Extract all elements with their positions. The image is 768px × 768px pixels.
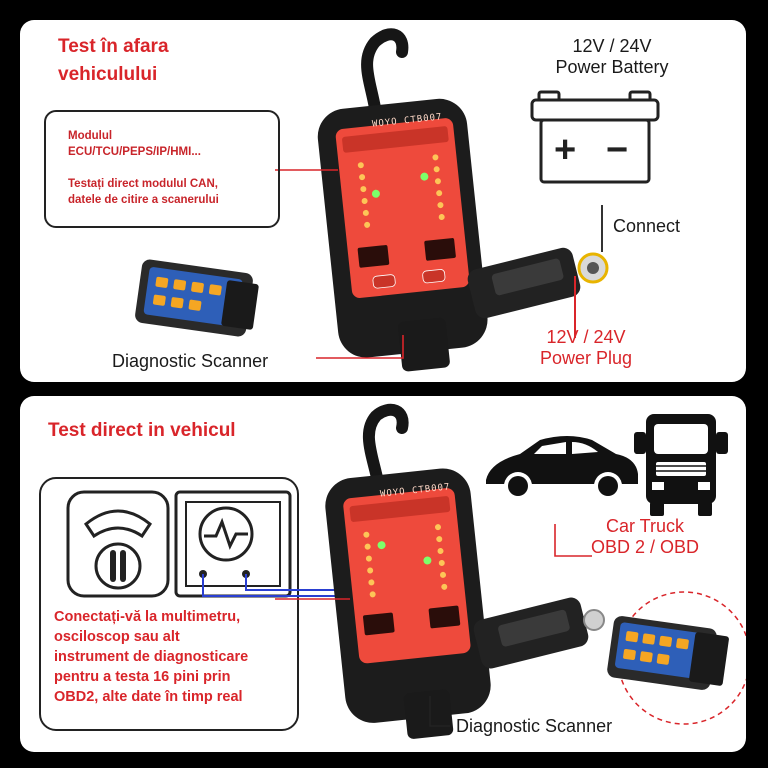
battery-type-label: Power Battery bbox=[555, 57, 669, 77]
bottom-panel: Test direct in vehicul WOYO CTB007 Conec… bbox=[20, 396, 746, 752]
battery-icon bbox=[530, 90, 660, 184]
battery-plus-sign: + bbox=[554, 129, 577, 171]
scanner-tablet-icon bbox=[607, 616, 729, 690]
oscilloscope-icon bbox=[174, 490, 292, 598]
tester-device-icon bbox=[325, 468, 491, 739]
plug-voltage-label: 12V / 24V bbox=[546, 327, 626, 347]
vehicle-leader-line bbox=[554, 524, 592, 557]
obd-plug-icon bbox=[473, 597, 605, 669]
note-line: Modulul bbox=[68, 130, 113, 142]
scanner-tablet-icon bbox=[135, 259, 259, 337]
description-line: Conectați-vă la multimetru, bbox=[54, 609, 241, 625]
obd-plug-icon bbox=[467, 247, 581, 319]
car-icon bbox=[486, 436, 638, 500]
power-plug-icon bbox=[577, 252, 609, 284]
description-line: osciloscop sau alt bbox=[54, 629, 180, 645]
top-scanner-label: Diagnostic Scanner bbox=[112, 351, 269, 371]
scanner-leader-line bbox=[429, 696, 450, 727]
description-line: instrument de diagnosticare bbox=[54, 649, 249, 665]
note-line: ECU/TCU/PEPS/IP/HMI... bbox=[68, 146, 201, 158]
note-line: Testați direct modulul CAN, bbox=[68, 178, 218, 190]
top-title-line2: vehiculului bbox=[58, 64, 158, 85]
battery-minus-sign: − bbox=[606, 129, 629, 171]
top-panel: Test în afara vehiculului Modulul ECU/TC… bbox=[20, 20, 746, 382]
description-line: pentru a testa 16 pini prin bbox=[54, 669, 231, 685]
battery-voltage-label: 12V / 24V bbox=[572, 36, 652, 56]
truck-icon bbox=[634, 414, 728, 516]
instruments-description: Conectați-vă la multimetru, osciloscop s… bbox=[54, 607, 314, 707]
bottom-illustration bbox=[39, 403, 746, 739]
device-cable bbox=[361, 28, 409, 114]
bottom-scanner-label: Diagnostic Scanner bbox=[456, 716, 613, 736]
vehicle-protocol-label: OBD 2 / OBD bbox=[590, 537, 700, 557]
description-line: OBD2, alte date în timp real bbox=[54, 689, 243, 705]
connect-label: Connect bbox=[613, 216, 681, 236]
bottom-title: Test direct in vehicul bbox=[48, 420, 236, 441]
plug-type-label: Power Plug bbox=[539, 348, 633, 368]
top-title-line1: Test în afara bbox=[58, 36, 169, 57]
tester-device-icon bbox=[317, 98, 488, 372]
module-note-box: Modulul ECU/TCU/PEPS/IP/HMI... Testați d… bbox=[44, 110, 280, 228]
vehicle-type-label: Car Truck bbox=[605, 516, 684, 536]
scanner-leader-line bbox=[316, 335, 404, 359]
note-line: datele de citire a scanerului bbox=[68, 194, 219, 206]
top-illustration bbox=[135, 28, 660, 372]
device-cable bbox=[362, 403, 409, 488]
multimeter-icon bbox=[66, 490, 170, 598]
